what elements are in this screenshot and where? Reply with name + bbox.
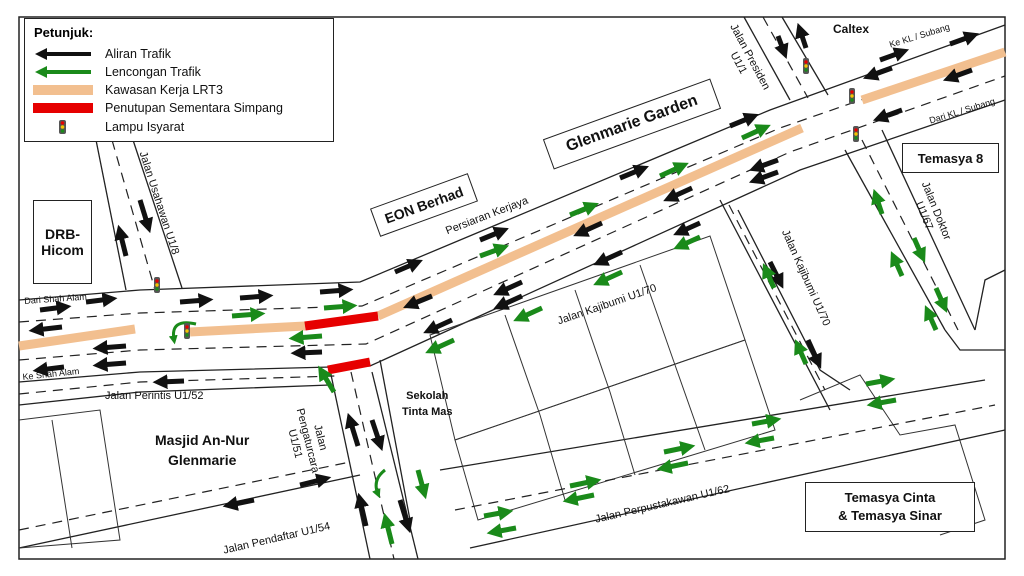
legend-label: Kawasan Kerja LRT3 [105,83,223,97]
traffic-flow-arrows [28,22,980,534]
label-masjid: Masjid An-Nur Glenmarie [155,432,250,468]
black-arrow-icon [35,48,91,60]
legend-item-traffic-light: Lampu Isyarat [33,120,184,134]
legend-item-closure: Penutupan Sementara Simpang [33,101,283,115]
road-jalan-perintis: Jalan Perintis U1/52 [105,390,204,402]
label-caltex: Caltex [833,22,870,36]
road-edges [18,16,1006,560]
legend-label: Aliran Trafik [105,47,171,61]
legend-label: Penutupan Sementara Simpang [105,101,283,115]
label-sekolah: Sekolah Tinta Mas [402,390,453,418]
label-drb-hicom: DRB- Hicom [33,200,92,284]
label-temasya-cinta: Temasya Cinta & Temasya Sinar [805,482,975,532]
diversion-arrows [168,124,948,545]
legend-item-traffic-flow: Aliran Trafik [33,47,171,61]
legend-item-diversion: Lencongan Trafik [33,65,201,79]
legend-item-lrt3: Kawasan Kerja LRT3 [33,83,223,97]
junction-closure [304,311,379,375]
legend: Petunjuk: Aliran Trafik Lencongan Trafik… [24,18,334,142]
green-arrow-icon [35,66,91,78]
lrt3-work-area [18,47,1007,351]
legend-title: Petunjuk: [34,25,94,40]
legend-label: Lampu Isyarat [105,120,185,134]
label-temasya-8: Temasya 8 [902,143,999,173]
traffic-lights [154,58,859,339]
building-blocks [18,235,986,549]
red-bar-icon [33,103,93,113]
legend-label: Lencongan Trafik [105,65,201,79]
orange-bar-icon [33,85,93,95]
traffic-light-icon [59,120,66,134]
